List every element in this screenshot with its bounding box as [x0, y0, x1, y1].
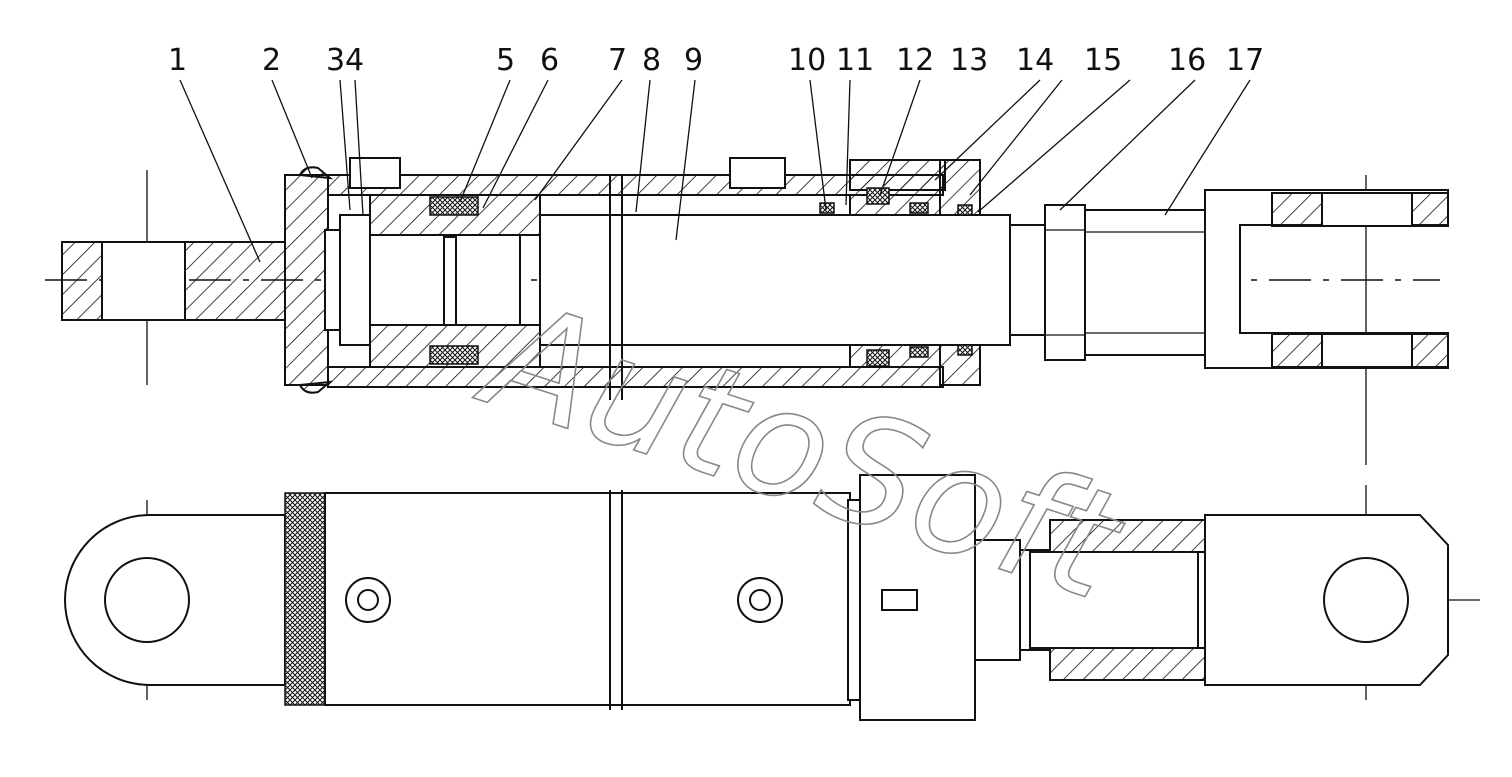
callout-16: 16 [1168, 43, 1206, 78]
rod-thread [1029, 551, 1226, 649]
callout-1: 1 [168, 43, 187, 78]
callout-labels: 1 2 3 4 5 6 7 8 9 10 11 12 13 14 15 16 1… [168, 43, 1264, 78]
callout-5: 5 [496, 43, 515, 78]
nut-part-16 [1044, 204, 1086, 361]
callout-4: 4 [345, 43, 364, 78]
callout-11: 11 [836, 43, 874, 78]
rod-collar [974, 539, 1021, 661]
clevis-part-17 [1084, 189, 1449, 369]
callout-9: 9 [684, 43, 703, 78]
callout-10: 10 [788, 43, 826, 78]
port-hole [357, 589, 379, 611]
callout-2: 2 [262, 43, 281, 78]
callout-6: 6 [540, 43, 559, 78]
end-cap-part-1 [61, 166, 334, 394]
callout-15: 15 [1084, 43, 1122, 78]
callout-3: 3 [326, 43, 345, 78]
callout-7: 7 [608, 43, 627, 78]
exterior-view [64, 474, 1480, 721]
piston-nut-part-3-4 [324, 157, 786, 346]
leader-lines [179, 79, 1251, 263]
callout-13: 13 [950, 43, 988, 78]
clevis-sleeve-bottom [1049, 647, 1206, 681]
key-tab [881, 589, 918, 611]
callout-14: 14 [1016, 43, 1054, 78]
callout-17: 17 [1226, 43, 1264, 78]
port-hole [749, 589, 771, 611]
left-eye-hole [104, 557, 190, 643]
rod-end-step [1009, 224, 1046, 336]
callout-8: 8 [642, 43, 661, 78]
piston-rod-part-9 [539, 214, 1011, 346]
section-view [45, 157, 1449, 465]
knurled-end-cap [284, 492, 326, 706]
guide-sleeve-parts-10-15 [819, 187, 973, 368]
right-eye-hole [1323, 557, 1409, 643]
piston-part-7 [369, 194, 541, 368]
callout-12: 12 [896, 43, 934, 78]
